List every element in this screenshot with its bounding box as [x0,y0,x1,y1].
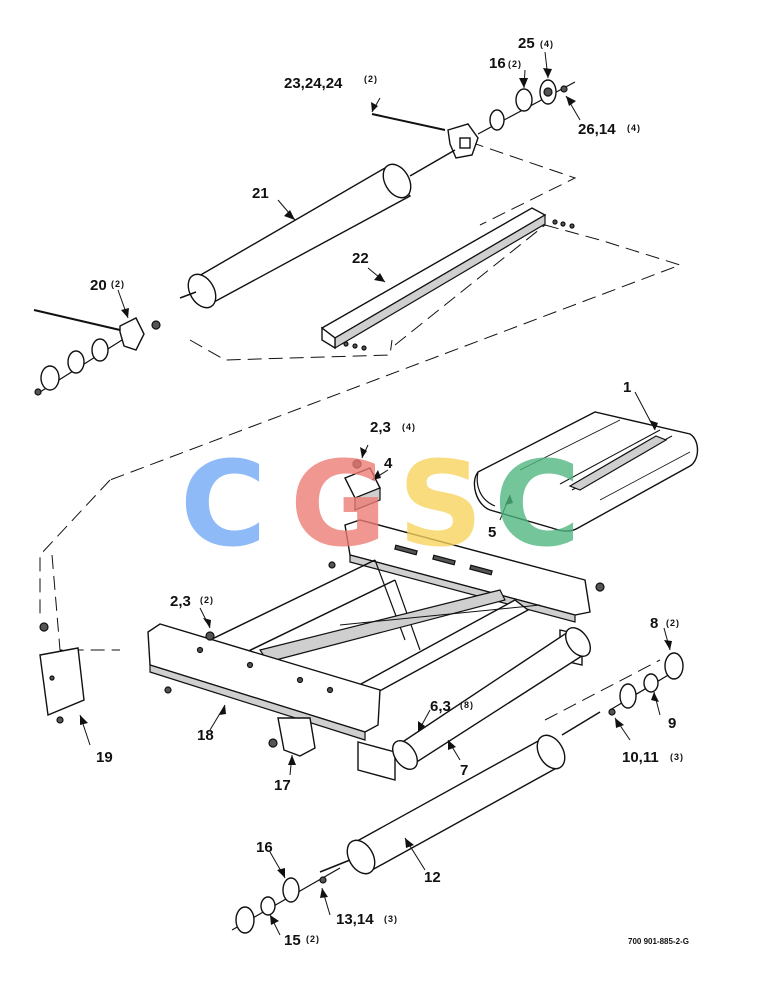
label-part-17: 17 [274,777,291,794]
label-part-21: 21 [252,185,269,202]
label-part-25: 25 [518,35,535,52]
label-part-22: 22 [352,250,369,267]
label-part-15: 15 [284,932,301,949]
label-part-26-14: 26,14 [578,121,616,138]
roller-7 [391,626,592,771]
label-part-20: 20 [90,277,107,294]
label-part-5: 5 [488,524,496,541]
roller-21-left-hub [33,309,161,396]
roller-21 [179,149,456,309]
label-part-18: 18 [197,727,214,744]
qty-part-8: (2) [666,618,680,628]
label-part-16-bottom: 16 [256,839,273,856]
label-part-8: 8 [650,615,658,632]
qty-part-15: (2) [306,934,320,944]
roller-21-right-hub [371,79,576,159]
roller-7-hub [544,652,684,721]
figure-number: 700 901-885-2-G [628,937,689,946]
cgsc-watermark: C G S C [180,435,581,573]
label-part-12: 12 [424,869,441,886]
qty-part-23-24: (2) [364,74,378,84]
qty-part-26-14: (4) [627,123,641,133]
qty-part-2-3-upper: (4) [402,422,416,432]
label-part-4: 4 [384,455,393,472]
label-part-7: 7 [460,762,468,779]
watermark-letter-s: S [398,435,483,573]
label-part-23-24: 23,24,24 [284,75,343,92]
frame-cross-members [209,559,541,701]
strip-22 [320,207,575,351]
bracket-4 [344,459,381,511]
label-part-9: 9 [668,715,676,732]
qty-part-10-11: (3) [670,752,684,762]
bracket-19 [39,622,85,724]
label-part-1: 1 [623,379,631,396]
label-part-2-3-upper: 2,3 [370,419,391,436]
qty-part-2-3-lower: (2) [200,595,214,605]
label-part-13-14: 13,14 [336,911,374,928]
roller-12-hub [231,867,341,934]
qty-part-25: (4) [540,39,554,49]
qty-part-16-top: (2) [508,59,522,69]
label-part-16-top: 16 [489,55,506,72]
arrowheads [80,68,672,925]
label-part-2-3-lower: 2,3 [170,593,191,610]
roller-12 [319,711,601,875]
bracket-17 [268,717,316,757]
label-part-6-3: 6,3 [430,698,451,715]
qty-part-6-3: (8) [460,700,474,710]
label-part-10-11: 10,11 [622,749,659,766]
label-part-19: 19 [96,749,113,766]
qty-part-13-14: (3) [384,914,398,924]
watermark-letter-c1: C [180,435,267,573]
belt-1 [473,411,699,532]
qty-part-20: (2) [111,279,125,289]
watermark-letter-g: G [290,435,387,573]
watermark-letter-c2: C [494,435,581,573]
